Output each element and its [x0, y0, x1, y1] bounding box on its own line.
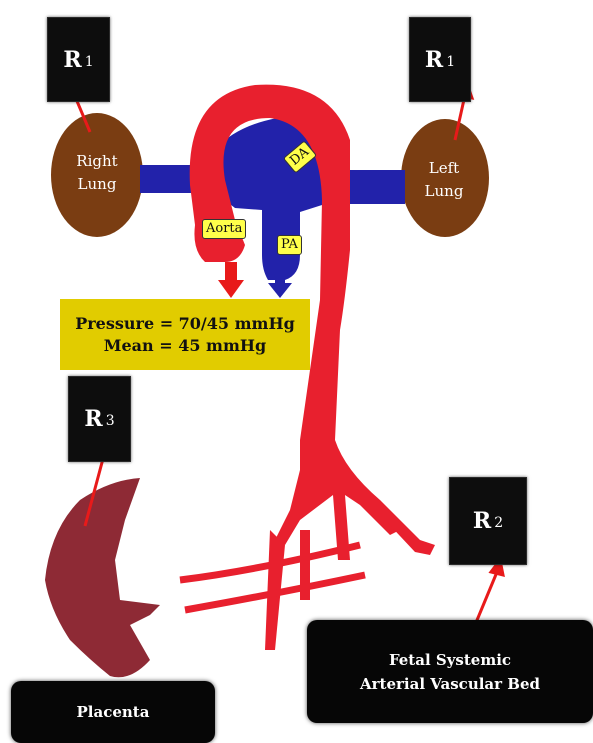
- pa-tag: PA: [277, 235, 302, 255]
- pressure-line: Pressure = 70/45 mmHg: [60, 313, 310, 335]
- systemic-bed-line1: Fetal Systemic: [307, 648, 593, 672]
- r2-label: R: [473, 508, 491, 534]
- systemic-bed-box: Fetal Systemic Arterial Vascular Bed: [307, 620, 593, 723]
- pressure-box: Pressure = 70/45 mmHg Mean = 45 mmHg: [60, 299, 310, 370]
- r1-left-subscript: 1: [446, 54, 455, 70]
- r1-right-subscript: 1: [85, 54, 94, 70]
- right-lung-line2: Lung: [61, 173, 133, 196]
- r1-left-label: R: [425, 47, 443, 73]
- r1-right-label: R: [63, 47, 81, 73]
- r1-right-box: R 1: [47, 17, 110, 102]
- placenta-box: Placenta: [11, 681, 215, 743]
- left-lung-label: Left Lung: [408, 157, 480, 203]
- right-lung-line1: Right: [61, 150, 133, 173]
- placenta: [45, 478, 160, 677]
- placenta-label: Placenta: [11, 700, 215, 724]
- r2-box: R 2: [449, 477, 527, 565]
- right-lung-label: Right Lung: [61, 150, 133, 196]
- systemic-bed-line2: Arterial Vascular Bed: [307, 672, 593, 696]
- r3-subscript: 3: [106, 413, 115, 429]
- mean-pressure-line: Mean = 45 mmHg: [60, 335, 310, 357]
- r3-box: R 3: [68, 376, 131, 462]
- aorta-tag: Aorta: [202, 219, 246, 239]
- r3-label: R: [84, 406, 102, 432]
- r1-left-box: R 1: [409, 17, 471, 102]
- left-lung-line2: Lung: [408, 180, 480, 203]
- r2-subscript: 2: [494, 515, 503, 531]
- left-lung-line1: Left: [408, 157, 480, 180]
